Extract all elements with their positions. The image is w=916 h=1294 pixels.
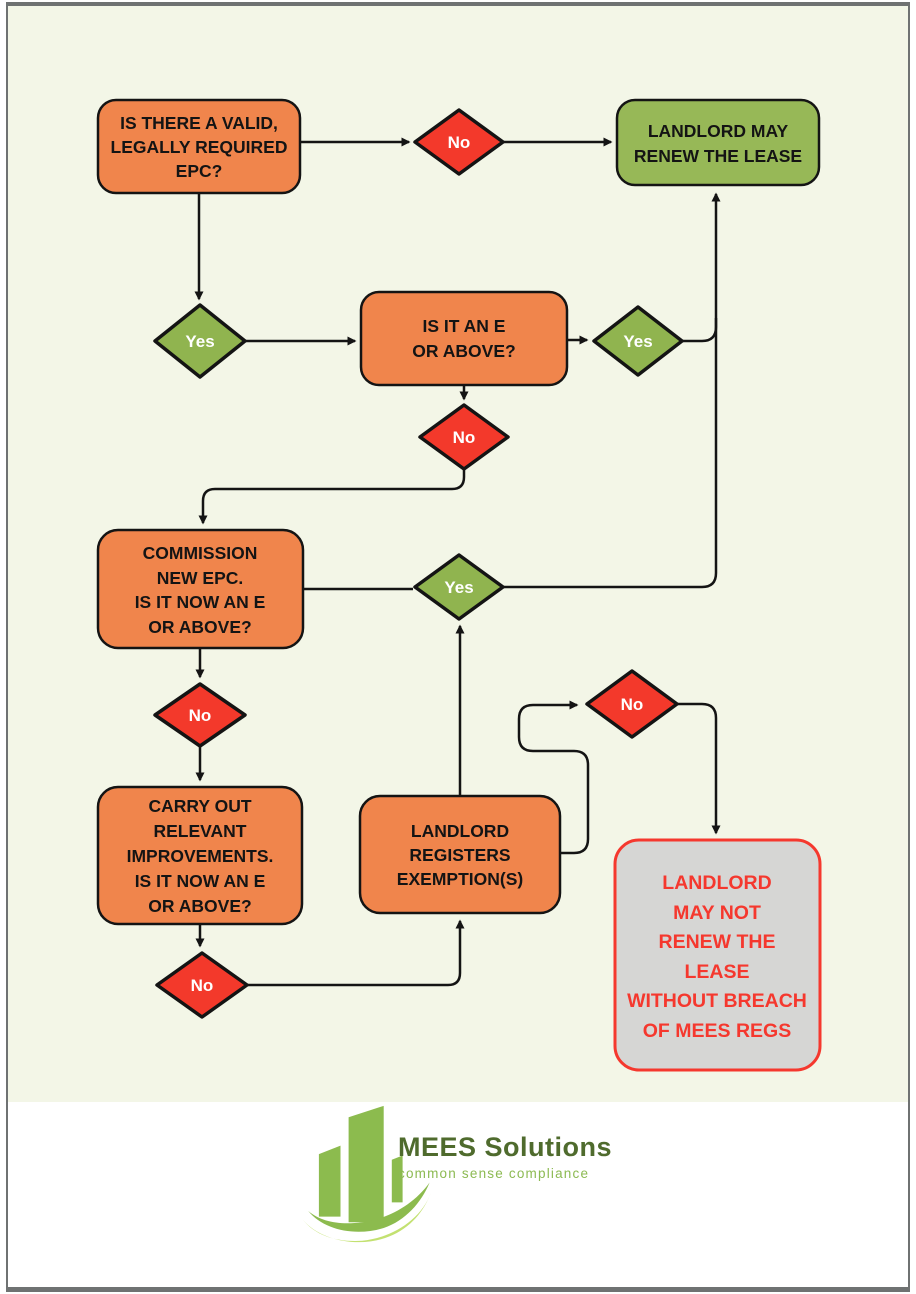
node-label: NEW EPC. xyxy=(157,568,244,588)
node-no-new-e: No xyxy=(153,682,247,748)
node-label: LANDLORD xyxy=(411,821,509,841)
building-bar xyxy=(318,1145,341,1217)
node-label: LANDLORD MAY xyxy=(648,121,789,141)
node-label: Yes xyxy=(623,332,652,351)
node-may-not-renew: LANDLORD MAY NOT RENEW THE LEASE WITHOUT… xyxy=(613,838,822,1072)
node-label: IS IT NOW AN E xyxy=(135,871,266,891)
edge-no-to-exemptions xyxy=(247,919,465,987)
node-label: LEGALLY REQUIRED xyxy=(111,137,288,157)
node-label: REGISTERS xyxy=(409,845,510,865)
node-label: IS THERE A VALID, xyxy=(120,113,278,133)
node-label: Yes xyxy=(444,578,473,597)
node-label: COMMISSION xyxy=(143,543,258,563)
edge-exemptions-to-no xyxy=(517,700,590,855)
swoosh-light xyxy=(302,1192,431,1243)
node-label: IS IT AN E xyxy=(423,316,506,336)
building-bar xyxy=(391,1155,403,1203)
node-no-exemption: No xyxy=(585,669,679,739)
node-label: No xyxy=(191,976,214,995)
node-e-or-above: IS IT AN E OR ABOVE? xyxy=(359,290,569,387)
node-label: LANDLORD xyxy=(662,872,771,894)
node-label: IMPROVEMENTS. xyxy=(127,846,274,866)
node-label: No xyxy=(189,706,212,725)
frame-bottom xyxy=(6,1287,910,1292)
node-improvements: CARRY OUT RELEVANT IMPROVEMENTS. IS IT N… xyxy=(96,785,304,926)
node-label: CARRY OUT xyxy=(148,796,251,816)
frame-right xyxy=(908,2,910,1292)
edge-no-to-commission xyxy=(198,469,466,525)
node-label: RENEW THE xyxy=(659,931,776,953)
swoosh-dark xyxy=(308,1182,430,1232)
node-yes-new-e: Yes xyxy=(413,553,505,621)
node-yes-epc: Yes xyxy=(153,303,247,379)
node-yes-e: Yes xyxy=(592,305,684,377)
node-label: No xyxy=(448,133,471,152)
node-label: Yes xyxy=(185,332,214,351)
node-label: LEASE xyxy=(684,961,749,983)
edge-yes-up-to-renew xyxy=(503,192,721,589)
brand-name: MEES Solutions xyxy=(398,1132,613,1162)
node-no-improved: No xyxy=(155,951,249,1019)
node-label: No xyxy=(453,428,476,447)
node-label: IS IT NOW AN E xyxy=(135,592,266,612)
node-label: OR ABOVE? xyxy=(148,896,251,916)
node-commission-epc: COMMISSION NEW EPC. IS IT NOW AN E OR AB… xyxy=(96,528,305,650)
node-label: OR ABOVE? xyxy=(148,617,251,637)
node-label: MAY NOT xyxy=(673,902,761,924)
node-no-epc: No xyxy=(413,108,505,176)
node-register-exemptions: LANDLORD REGISTERS EXEMPTION(S) xyxy=(358,794,562,915)
edge-no-to-maynotrenew xyxy=(677,702,721,835)
node-no-e: No xyxy=(418,403,510,471)
brand-tagline: common sense compliance xyxy=(398,1165,590,1181)
mees-buildings-icon xyxy=(302,1105,431,1243)
building-bar xyxy=(348,1105,384,1223)
node-label: No xyxy=(621,695,644,714)
node-label: OF MEES REGS xyxy=(643,1020,791,1042)
node-label: RENEW THE LEASE xyxy=(634,146,802,166)
node-epc-question: IS THERE A VALID, LEGALLY REQUIRED EPC? xyxy=(96,98,302,195)
node-label: OR ABOVE? xyxy=(412,341,515,361)
node-renew-lease: LANDLORD MAY RENEW THE LEASE xyxy=(615,98,821,187)
brand-block: MEES Solutions common sense compliance xyxy=(398,1132,613,1181)
node-label: RELEVANT xyxy=(153,821,246,841)
frame-top xyxy=(6,2,910,6)
node-label: WITHOUT BREACH xyxy=(627,990,807,1012)
frame-left xyxy=(6,2,8,1292)
node-label: EXEMPTION(S) xyxy=(397,869,523,889)
node-label: EPC? xyxy=(176,161,223,181)
